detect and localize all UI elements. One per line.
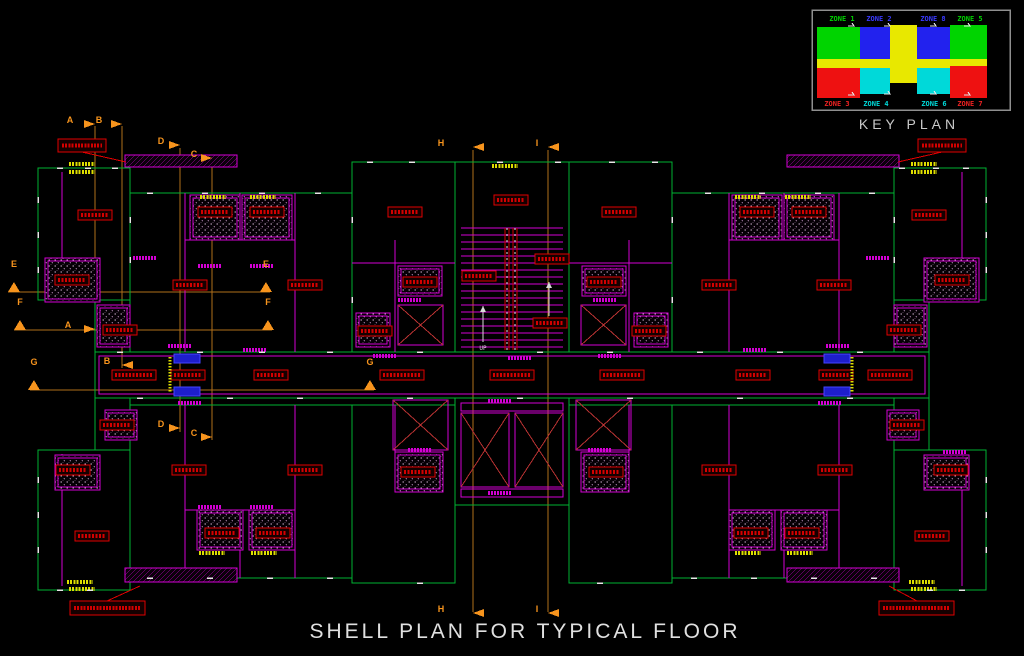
key-plan-zone-label: ZONE 5 <box>957 15 982 23</box>
key-plan-zone-label: ZONE 4 <box>863 100 888 108</box>
key-plan-zone-label: ZONE 8 <box>920 15 945 23</box>
key-plan-zone-label: ZONE 3 <box>824 100 849 108</box>
lift-shaft <box>460 412 510 488</box>
key-plan-zone-label: ZONE 2 <box>866 15 891 23</box>
key-plan-tick <box>884 90 891 95</box>
key-plan-tick <box>930 90 937 95</box>
key-plan-tick <box>848 22 855 27</box>
section-marker-I: I <box>536 138 539 148</box>
terrace-strip <box>786 567 900 583</box>
section-marker-G: G <box>30 357 37 367</box>
wall-outline <box>454 397 570 506</box>
key-plan-zone-block <box>817 59 987 68</box>
section-marker-arrow-I <box>548 143 559 151</box>
section-marker-B: B <box>96 115 103 125</box>
section-marker-E: E <box>263 259 269 269</box>
hatched-area <box>923 257 980 303</box>
dimension-tags <box>67 162 967 591</box>
section-marker-E: E <box>11 259 17 269</box>
section-marker-H: H <box>438 138 445 148</box>
terrace-strips <box>124 154 900 583</box>
lift-shaft <box>580 304 627 346</box>
lift-shafts <box>392 304 632 488</box>
section-marker-arrow-A <box>84 120 95 128</box>
key-plan-tick <box>848 91 855 96</box>
partition-outline <box>460 488 564 498</box>
section-marker-arrow-F <box>262 320 274 330</box>
section-marker-arrow-G <box>364 380 376 390</box>
key-plan-zone-label: ZONE 6 <box>921 100 946 108</box>
walls <box>37 161 987 591</box>
section-marker-arrow-H <box>473 143 484 151</box>
section-marker-arrow-F <box>14 320 26 330</box>
section-marker-B: B <box>104 356 111 366</box>
section-marker-arrow-A <box>84 325 95 333</box>
lift-shaft <box>397 304 444 346</box>
key-plan-zone-block <box>890 25 917 83</box>
up-label: UP <box>479 345 487 352</box>
key-plan: ZONE 1 ZONE 2 ZONE 8 ZONE 5 ZONE 3 ZONE 4 ZONE… <box>811 9 1011 111</box>
section-marker-arrow-E <box>260 282 272 292</box>
key-plan-tick <box>930 22 937 27</box>
wall-ticks <box>37 161 987 591</box>
lift-door <box>823 353 851 364</box>
lift-door <box>173 353 201 364</box>
drawing-title: SHELL PLAN FOR TYPICAL FLOOR <box>309 620 741 643</box>
section-marker-G: G <box>366 357 373 367</box>
lift-doors <box>173 353 851 397</box>
key-plan-zone-block <box>860 27 890 59</box>
key-plan-zone-block <box>860 68 890 94</box>
wall-outline <box>671 404 895 579</box>
section-marker-C: C <box>191 149 198 159</box>
section-marker-arrow-C <box>201 433 212 441</box>
terrace-strip <box>124 154 238 168</box>
section-marker-arrow-E <box>8 282 20 292</box>
lift-door <box>173 386 201 397</box>
section-marker-A: A <box>65 320 72 330</box>
section-marker-arrow-B <box>111 120 122 128</box>
section-marker-arrow-B <box>122 361 133 369</box>
section-marker-arrow-G <box>28 380 40 390</box>
section-marker-arrow-I <box>548 609 559 617</box>
key-plan-zone-block <box>817 27 860 59</box>
key-plan-zone-block <box>950 25 987 59</box>
section-marker-F: F <box>265 297 271 307</box>
section-marker-F: F <box>17 297 23 307</box>
key-plan-tick <box>964 22 971 27</box>
section-marker-arrow-D <box>169 424 180 432</box>
wall-outline <box>129 404 353 579</box>
key-plan-caption: KEY PLAN <box>858 116 960 132</box>
hatched-area <box>44 257 101 303</box>
wall-outline <box>351 404 456 584</box>
section-marker-arrow-H <box>473 609 484 617</box>
wall-outline <box>568 404 673 584</box>
up-arrow <box>480 306 486 312</box>
section-marker-D: D <box>158 419 165 429</box>
section-marker-D: D <box>158 136 165 146</box>
wall-outline <box>671 192 895 353</box>
section-markers: A B D C H I E E F F G G A B D C H I <box>8 115 559 617</box>
section-marker-arrow-D <box>169 141 180 149</box>
key-plan-zone-block <box>917 27 950 59</box>
key-plan-zone-label: ZONE 1 <box>829 15 854 23</box>
dn-arrow <box>546 282 552 288</box>
section-marker-arrow-C <box>201 154 212 162</box>
section-marker-H: H <box>438 604 445 614</box>
key-plan-tick <box>964 91 971 96</box>
section-marker-C: C <box>191 428 198 438</box>
section-marker-I: I <box>536 604 539 614</box>
leader-notes <box>57 138 967 616</box>
section-marker-A: A <box>67 115 74 125</box>
terrace-strip <box>786 154 900 168</box>
wall-outline <box>129 192 353 353</box>
lift-door <box>823 386 851 397</box>
key-plan-tick <box>884 22 891 27</box>
lift-shaft <box>514 412 564 488</box>
key-plan-zone-block <box>917 68 950 94</box>
partition-outline <box>460 402 564 412</box>
key-plan-zone-label: ZONE 7 <box>957 100 982 108</box>
room-tags <box>54 194 970 542</box>
terrace-strip <box>124 567 238 583</box>
